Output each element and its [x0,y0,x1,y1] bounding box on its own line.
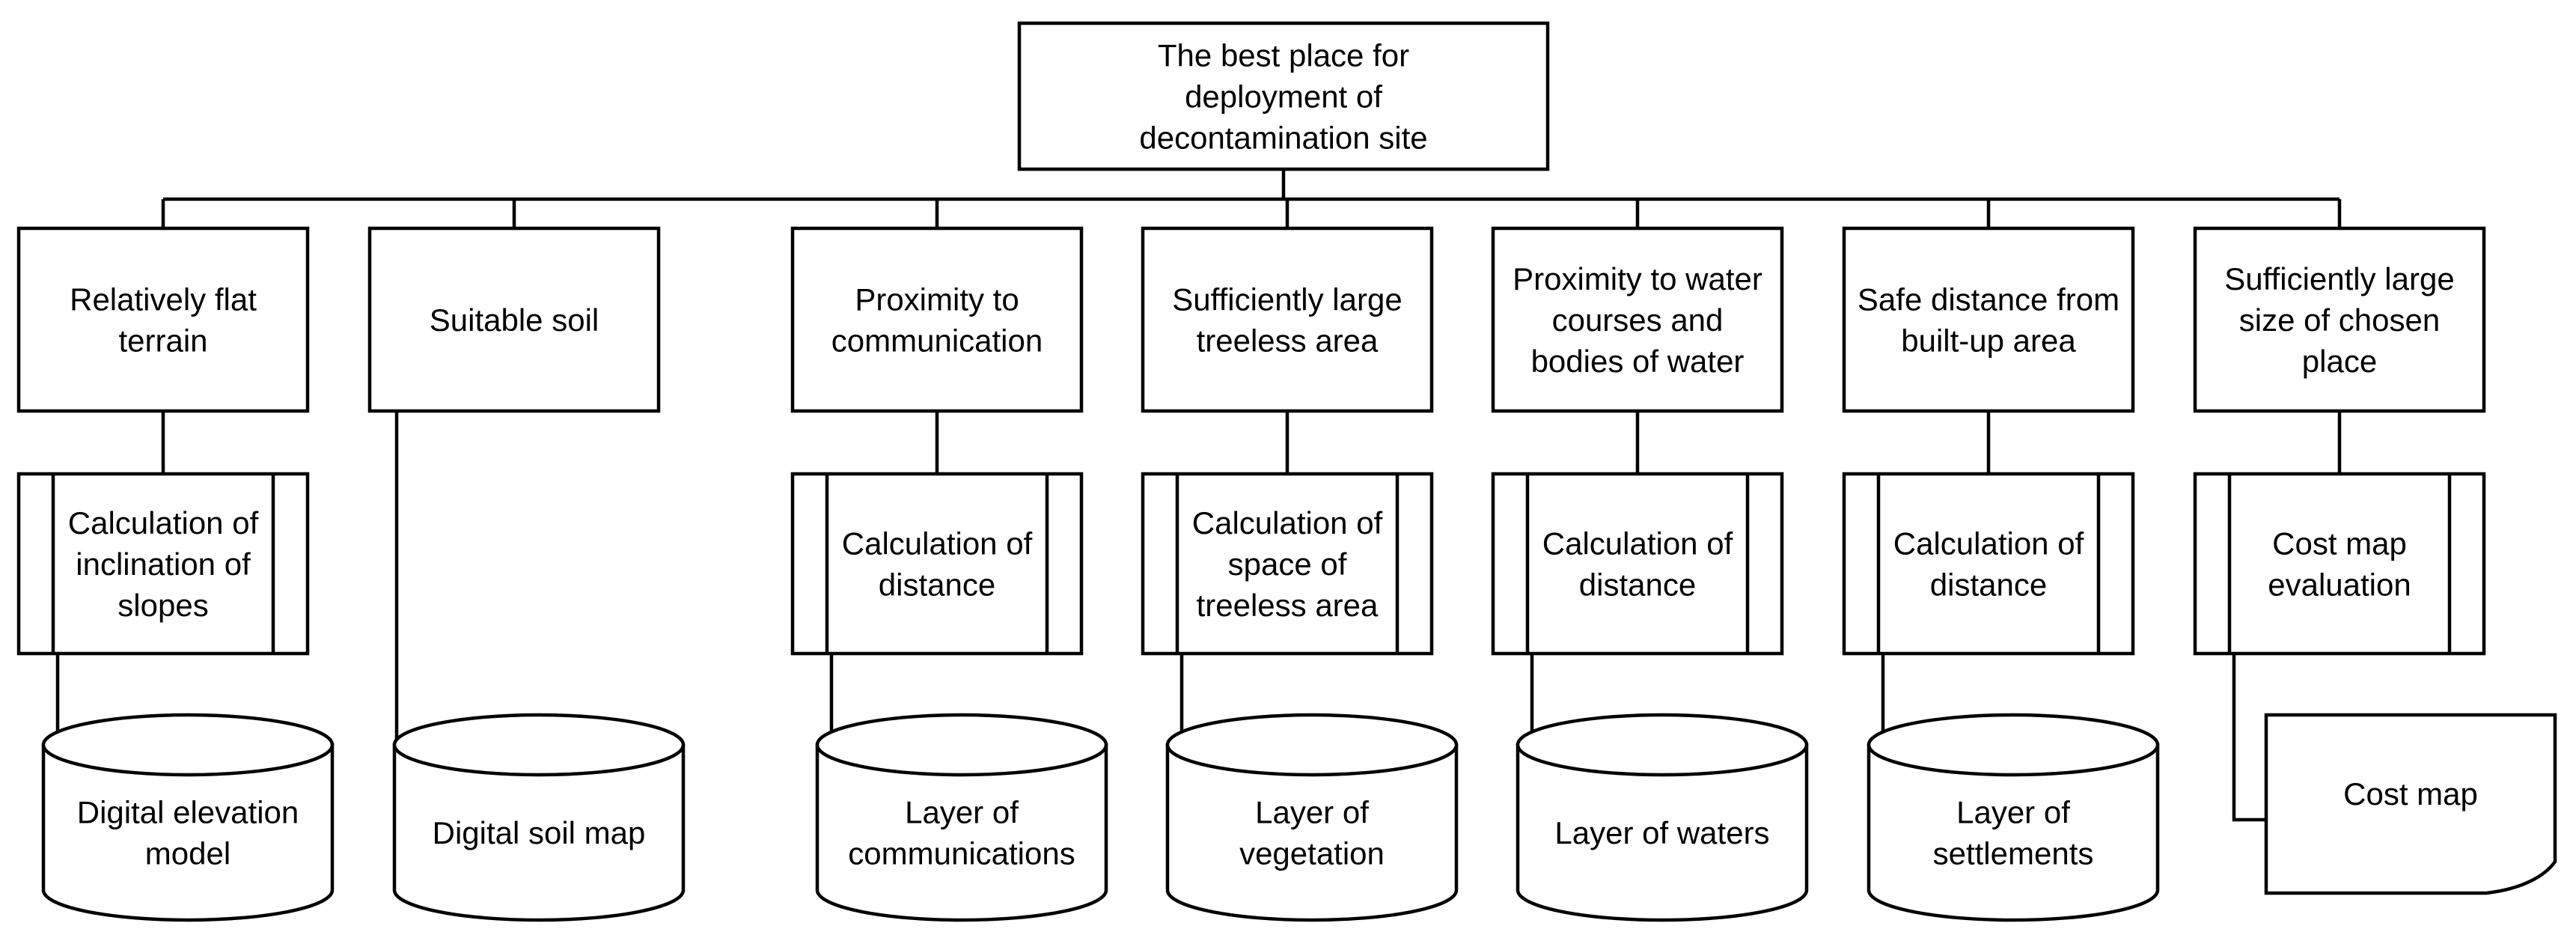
document-shape [2264,713,2557,895]
database-cylinder-top [392,713,686,777]
criterion-label-line: Sufficiently large [2224,261,2454,296]
criterion-label-line: Proximity to [855,282,1019,317]
criterion-box [2193,226,2486,413]
root-goal-label-line: deployment of [1185,79,1382,115]
process-box [1491,472,1784,656]
database-cylinder-top [1516,713,1809,777]
database-cylinder-top [1165,713,1459,777]
database-cylinder [1867,743,2160,922]
criterion-label-line: Relatively flat [70,282,257,317]
process-label-line: Calculation of [1893,526,2084,561]
process-label-line: distance [1930,567,2047,603]
process-label: Calculation of inclination of slopes [68,505,259,623]
process-box [790,472,1084,656]
database-label: Layer of waters [1554,815,1769,850]
database-cylinder-top [1867,713,2160,777]
database-label: Digital elevation model [77,795,299,871]
process-label-line: evaluation [2268,567,2411,603]
criterion-label-line: bodies of water [1531,344,1745,379]
database-label-line: Layer of [1956,795,2070,830]
criterion-label-line: terrain [118,323,207,359]
criterion-label-line: courses and [1552,302,1724,338]
database-cylinder [1165,743,1459,922]
root-goal-box [1017,21,1550,171]
database-label: Layer of communications [848,795,1075,871]
process-label-line: Calculation of [1192,505,1383,540]
process-source-connector [2232,654,2266,822]
database-label: Layer of settlements [1933,795,2094,871]
process-box [16,472,310,656]
process-label-line: Cost map [2272,526,2407,561]
document-label-line: Cost map [2343,776,2478,811]
root-goal-label-line: The best place for [1158,38,1409,73]
database-label: Layer of vegetation [1239,795,1385,871]
process-label-line: Calculation of [1542,526,1733,561]
process-box [2193,472,2486,656]
database-cylinder [1516,743,1809,922]
process-label-line: treeless area [1197,588,1379,623]
database-label-line: settlements [1933,836,2094,871]
database-label-line: Digital elevation [77,795,299,830]
process-box [1141,472,1434,656]
database-label-line: Layer of [1255,795,1369,830]
process-label-line: distance [879,567,995,603]
process-box [1842,472,2135,656]
database-label-line: Layer of waters [1554,815,1769,850]
root-goal-label: The best place for deployment of decontami… [1139,38,1427,156]
criterion-label-line: size of chosen [2239,302,2441,338]
criterion-label-line: place [2302,344,2377,379]
database-cylinder [392,743,686,922]
criterion-label-line: Sufficiently large [1172,282,1402,317]
criterion-label-line: communication [831,323,1043,359]
process-label-line: Calculation of [842,526,1033,561]
root-goal-label-line: decontamination site [1139,121,1427,156]
process-label: Cost map evaluation [2268,526,2411,603]
criterion-label: Sufficiently large size of chosen place [2224,261,2454,379]
criterion-box [367,226,661,413]
database-label-line: communications [848,836,1075,871]
process-label-line: Calculation of [68,505,259,540]
criterion-box [1141,226,1434,413]
process-label-line: inclination of [76,546,251,582]
criterion-label-line: Safe distance from [1858,282,2119,317]
process-label-line: space of [1228,546,1347,582]
criterion-label: Proximity to water courses and bodies of w… [1513,261,1762,379]
database-label-line: vegetation [1239,836,1385,871]
process-label-line: distance [1579,567,1696,603]
criterion-label-line: treeless area [1197,323,1379,359]
process-label: Calculation of distance [842,526,1033,603]
database-cylinder [815,743,1108,922]
criterion-label: Sufficiently large treeless area [1172,282,1402,359]
database-cylinder-top [815,713,1108,777]
database-cylinder [41,743,335,922]
process-label: Calculation of distance [1893,526,2084,603]
criterion-label: Proximity to communication [831,282,1043,359]
database-label-line: model [145,836,231,871]
process-label-line: slopes [117,588,208,623]
database-label-line: Layer of [905,795,1019,830]
criterion-box [16,226,310,413]
criterion-label: Relatively flat terrain [70,282,257,359]
criterion-label-line: Proximity to water [1513,261,1762,296]
criterion-label: Safe distance from built-up area [1858,282,2119,359]
criterion-box [1842,226,2135,413]
document-label: Cost map [2343,776,2478,811]
database-cylinder-top [41,713,335,777]
criterion-label-line: built-up area [1901,323,2076,359]
criterion-box [790,226,1084,413]
process-label: Calculation of space of treeless area [1192,505,1383,623]
database-label-line: Digital soil map [433,815,646,850]
database-label: Digital soil map [433,815,646,850]
criterion-label: Suitable soil [430,302,599,338]
process-label: Calculation of distance [1542,526,1733,603]
criterion-label-line: Suitable soil [430,302,599,338]
